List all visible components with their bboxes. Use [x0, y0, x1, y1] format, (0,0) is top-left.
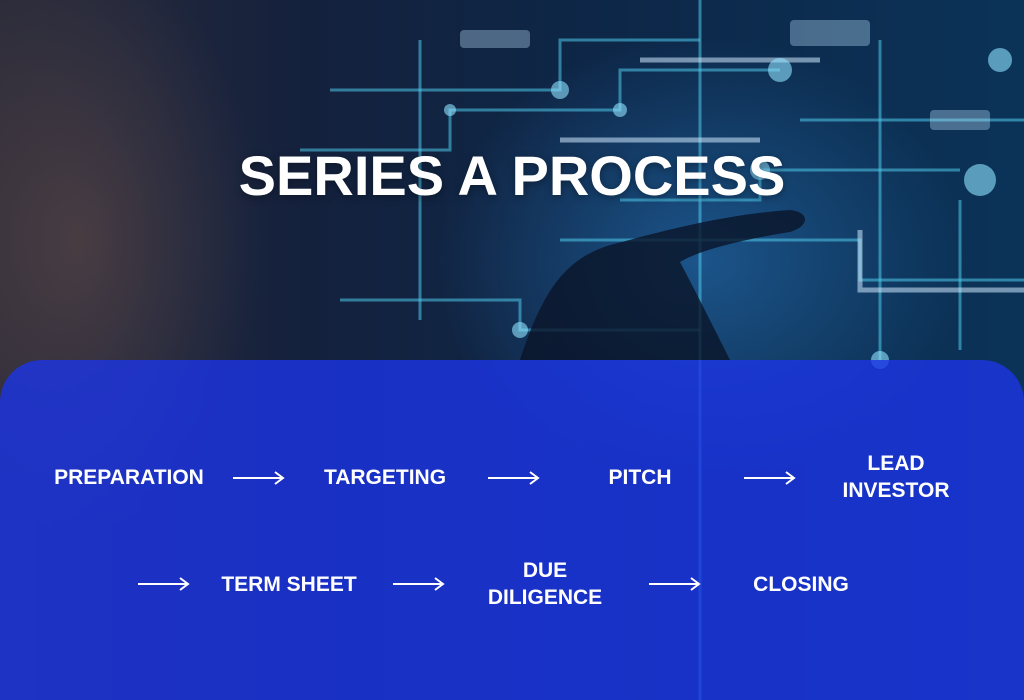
arrow-right-icon — [649, 577, 701, 591]
arrow-right-icon — [233, 471, 285, 485]
page-title: SERIES A PROCESS — [238, 144, 786, 207]
step-due-diligence: DUE DILIGENCE — [487, 559, 603, 609]
arrow-right-icon — [393, 577, 445, 591]
step-closing: CLOSING — [753, 573, 849, 596]
step-term-sheet: TERM SHEET — [221, 573, 357, 596]
step-pitch: PITCH — [608, 466, 672, 489]
step-targeting: TARGETING — [323, 466, 447, 489]
step-lead-investor: LEAD INVESTOR — [842, 452, 950, 502]
arrow-right-icon — [488, 471, 540, 485]
process-panel — [0, 360, 1024, 700]
arrow-right-icon — [138, 577, 190, 591]
arrow-right-icon — [744, 471, 796, 485]
step-preparation: PREPARATION — [54, 466, 204, 489]
